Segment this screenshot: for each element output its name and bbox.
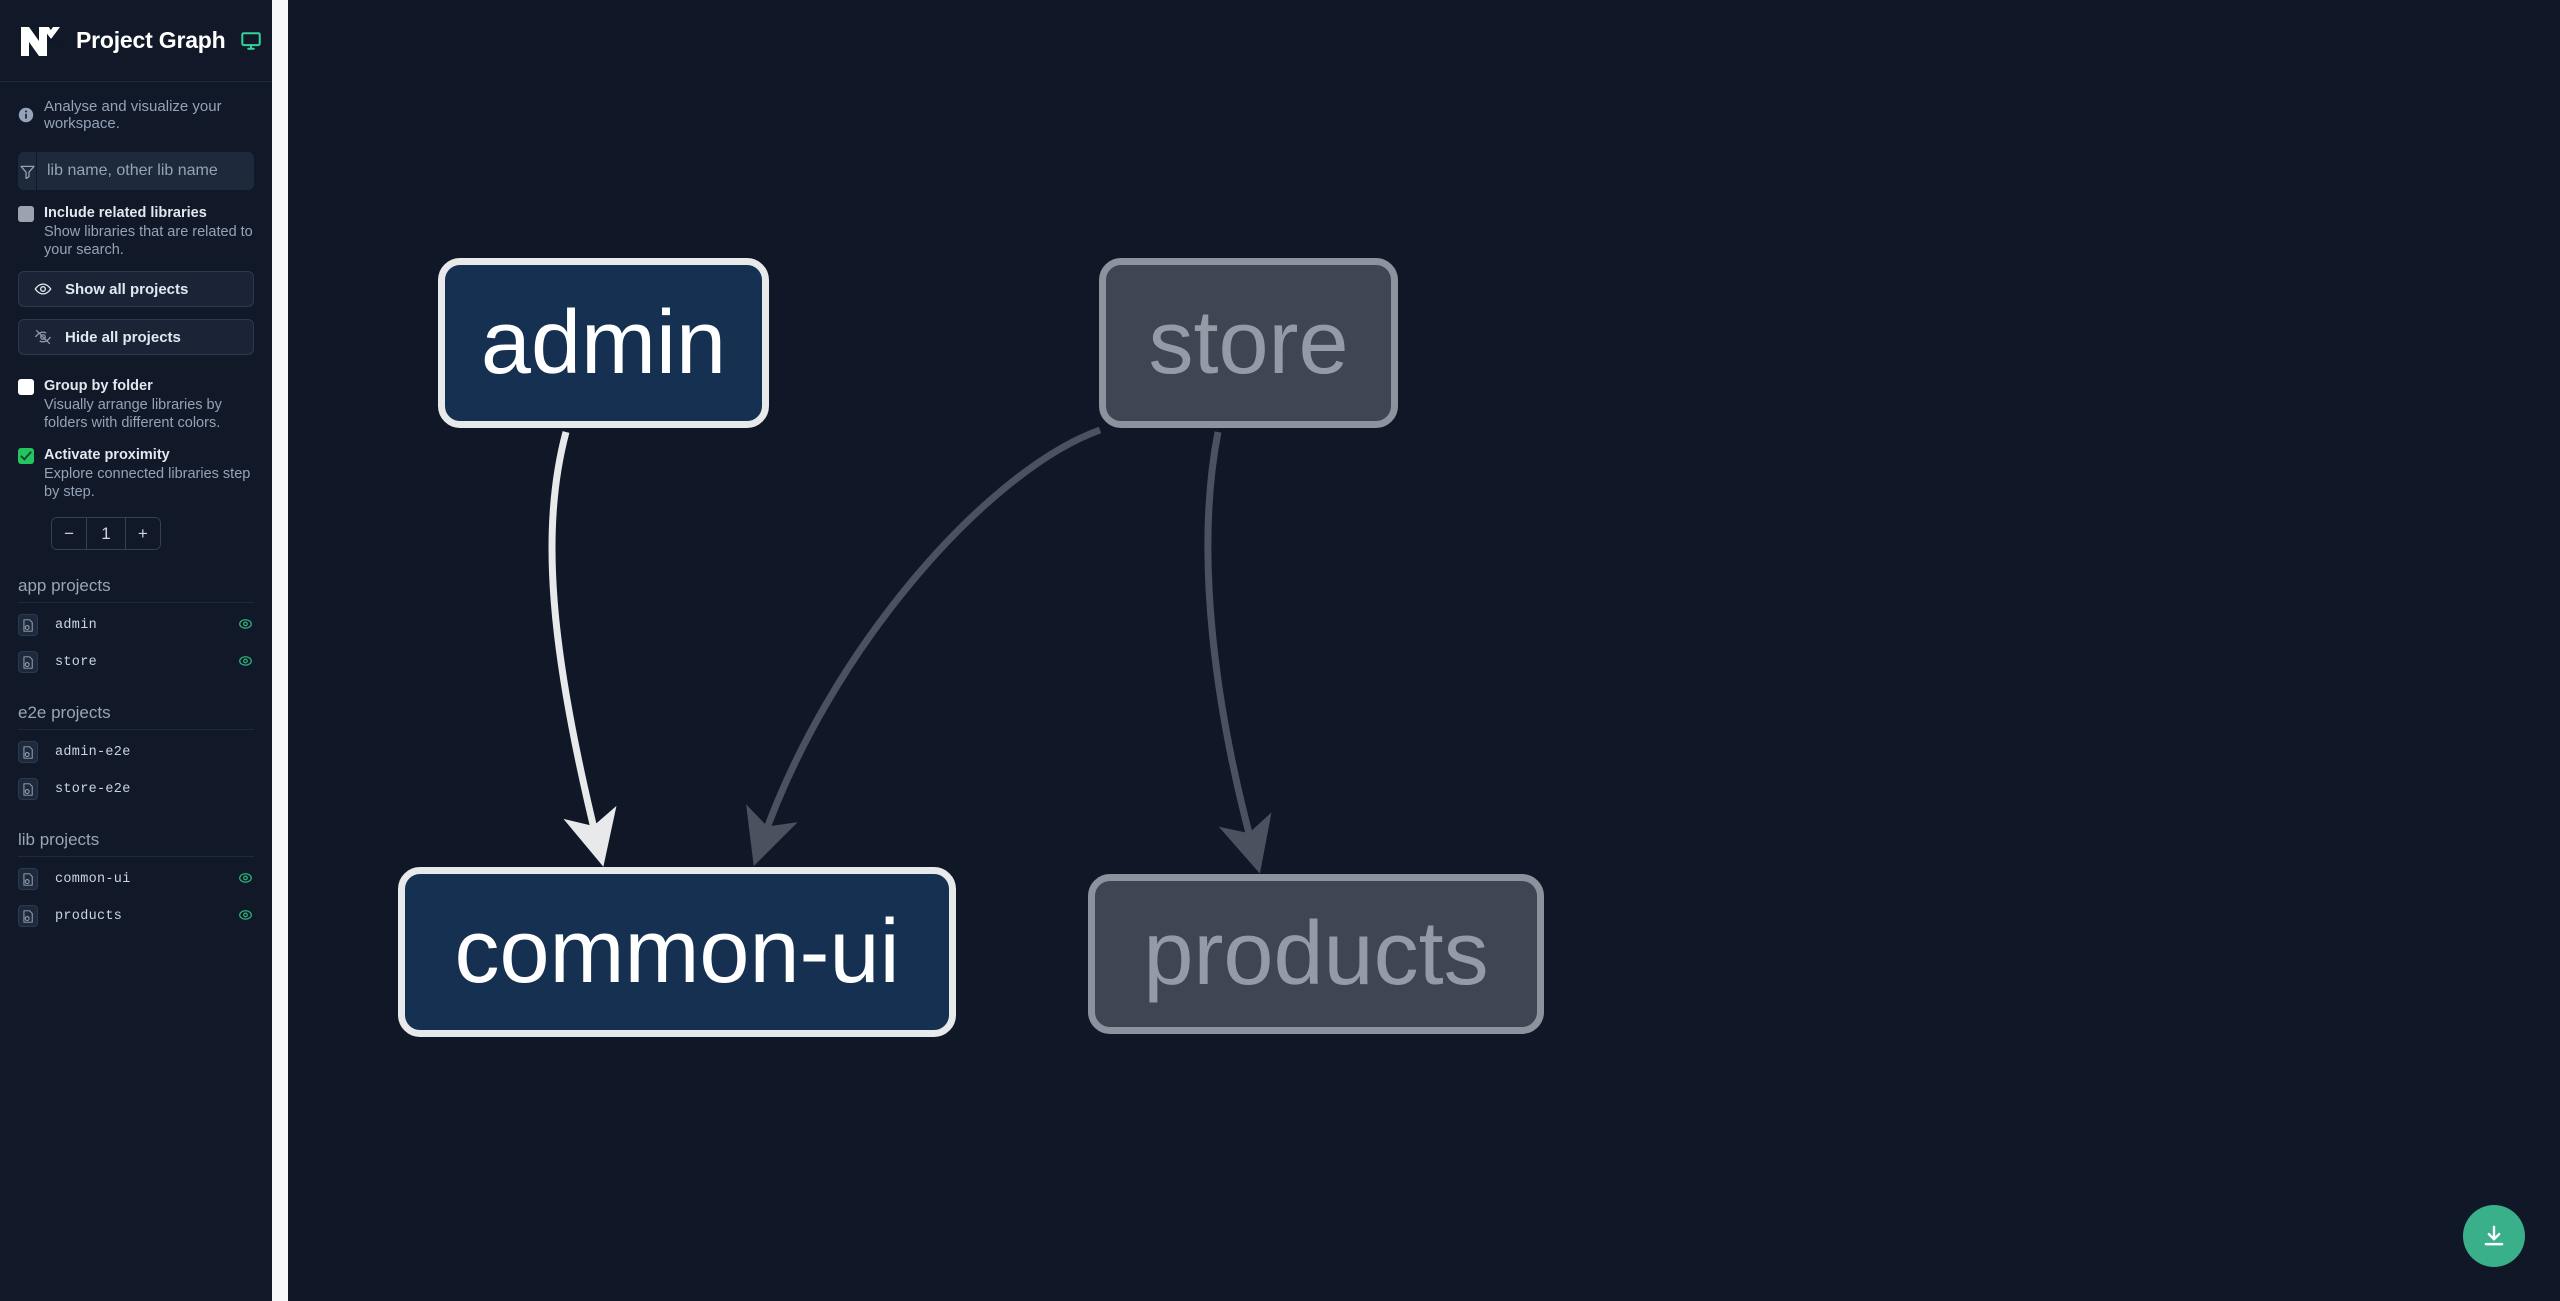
sidebar-header: Project Graph bbox=[0, 0, 272, 82]
option-label: Activate proximity bbox=[44, 447, 170, 463]
project-name: admin-e2e bbox=[55, 744, 131, 760]
download-icon bbox=[2484, 1225, 2504, 1246]
project-file-icon bbox=[18, 651, 38, 673]
option-description: Show libraries that are related to your … bbox=[44, 224, 253, 258]
section-title: lib projects bbox=[18, 830, 254, 857]
project-name: common-ui bbox=[55, 871, 131, 887]
project-name: store bbox=[55, 654, 98, 670]
section-lib-projects: lib projects common-ui bbox=[18, 830, 254, 931]
edge-store-to-common-ui bbox=[746, 426, 1102, 867]
hide-all-projects-button[interactable]: Hide all projects bbox=[18, 319, 254, 355]
project-name: admin bbox=[55, 617, 98, 633]
option-description: Visually arrange libraries by folders wi… bbox=[44, 397, 222, 431]
graph-node-products[interactable]: products bbox=[1088, 874, 1544, 1034]
eye-off-icon bbox=[34, 329, 52, 345]
search-bar[interactable] bbox=[18, 152, 254, 190]
sidebar: Project Graph Analyse and visualize your… bbox=[0, 0, 272, 1301]
filter-icon bbox=[18, 152, 37, 190]
proximity-decrement-button[interactable]: − bbox=[52, 518, 87, 549]
page-title: Project Graph bbox=[76, 27, 226, 53]
option-label: Group by folder bbox=[44, 378, 153, 394]
graph-node-store[interactable]: store bbox=[1099, 258, 1398, 428]
show-all-projects-label: Show all projects bbox=[65, 280, 189, 298]
sidebar-description-text: Analyse and visualize your workspace. bbox=[44, 98, 222, 132]
hide-all-projects-label: Hide all projects bbox=[65, 328, 181, 346]
project-row-admin[interactable]: admin bbox=[18, 610, 254, 640]
proximity-stepper[interactable]: − 1 + bbox=[51, 517, 161, 550]
sidebar-resize-handle[interactable] bbox=[272, 0, 288, 1301]
eye-open-icon[interactable] bbox=[237, 908, 254, 925]
option-include-related-libraries[interactable]: Include related libraries Show libraries… bbox=[18, 204, 254, 259]
project-graph-canvas[interactable]: admin store common-ui products bbox=[288, 0, 2560, 1301]
eye-open-icon[interactable] bbox=[237, 871, 254, 888]
option-activate-proximity[interactable]: Activate proximity Explore connected lib… bbox=[18, 446, 254, 501]
project-name: products bbox=[55, 908, 123, 924]
project-row-store[interactable]: store bbox=[18, 647, 254, 677]
graph-node-label: products bbox=[1143, 904, 1489, 1004]
option-group-by-folder[interactable]: Group by folder Visually arrange librari… bbox=[18, 377, 254, 432]
project-row-products[interactable]: products bbox=[18, 901, 254, 931]
section-e2e-projects: e2e projects admin-e2e bbox=[18, 703, 254, 804]
graph-node-admin[interactable]: admin bbox=[438, 258, 769, 428]
option-description: Explore connected libraries step by step… bbox=[44, 466, 251, 500]
graph-node-label: common-ui bbox=[454, 902, 900, 1002]
sidebar-description: Analyse and visualize your workspace. bbox=[0, 82, 272, 146]
project-file-icon bbox=[18, 905, 38, 927]
project-row-admin-e2e[interactable]: admin-e2e bbox=[18, 737, 254, 767]
project-file-icon bbox=[18, 868, 38, 890]
nx-logo bbox=[18, 20, 62, 62]
monitor-icon[interactable] bbox=[240, 30, 262, 52]
eye-icon bbox=[34, 283, 52, 295]
project-row-common-ui[interactable]: common-ui bbox=[18, 864, 254, 894]
graph-node-label: admin bbox=[480, 293, 727, 393]
option-label: Include related libraries bbox=[44, 205, 207, 221]
activate-proximity-checkbox[interactable] bbox=[18, 448, 34, 464]
group-by-folder-checkbox[interactable] bbox=[18, 379, 34, 395]
info-icon bbox=[18, 107, 34, 123]
search-input[interactable] bbox=[37, 152, 254, 190]
download-graph-button[interactable] bbox=[2463, 1205, 2525, 1267]
edge-admin-to-common-ui bbox=[548, 431, 617, 867]
show-all-projects-button[interactable]: Show all projects bbox=[18, 271, 254, 307]
section-title: app projects bbox=[18, 576, 254, 603]
section-title: e2e projects bbox=[18, 703, 254, 730]
section-app-projects: app projects admin bbox=[18, 576, 254, 677]
project-file-icon bbox=[18, 614, 38, 636]
graph-node-label: store bbox=[1148, 293, 1349, 393]
project-row-store-e2e[interactable]: store-e2e bbox=[18, 774, 254, 804]
project-file-icon bbox=[18, 778, 38, 800]
project-file-icon bbox=[18, 741, 38, 763]
proximity-increment-button[interactable]: + bbox=[125, 518, 160, 549]
graph-node-common-ui[interactable]: common-ui bbox=[398, 867, 956, 1037]
project-name: store-e2e bbox=[55, 781, 131, 797]
eye-open-icon[interactable] bbox=[237, 654, 254, 671]
include-related-libraries-checkbox[interactable] bbox=[18, 206, 34, 222]
edge-store-to-products bbox=[1204, 431, 1272, 874]
graph-edges-layer bbox=[548, 426, 1272, 874]
proximity-value: 1 bbox=[86, 518, 126, 549]
eye-open-icon[interactable] bbox=[237, 617, 254, 634]
